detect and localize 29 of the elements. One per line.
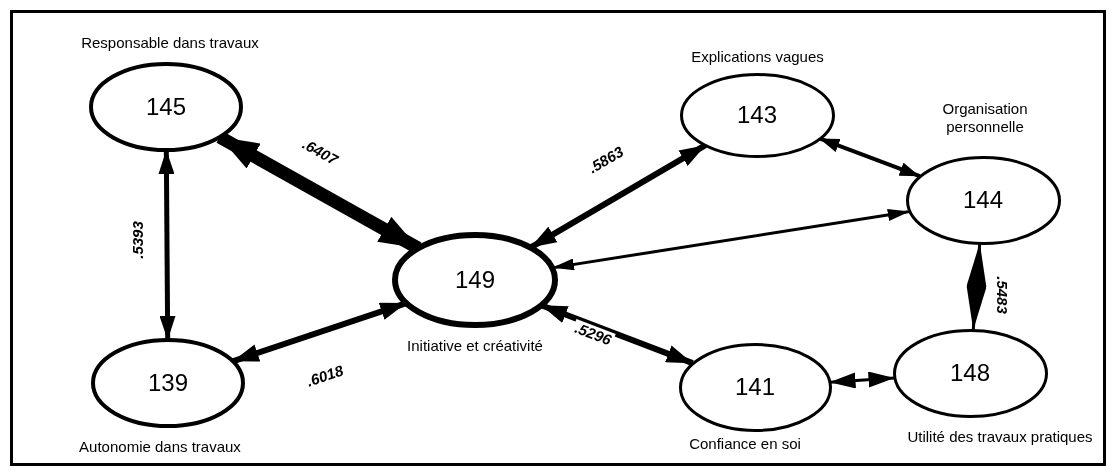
edge-label: .5483 (994, 274, 1010, 316)
node-caption: Organisation personnelle (941, 100, 1029, 136)
node-number: 148 (948, 359, 991, 387)
double-arrow (818, 136, 921, 179)
node-caption: Utilité des travaux pratiques (906, 428, 1094, 446)
ellipse-node (905, 155, 1061, 245)
double-arrow (966, 242, 987, 331)
node-number: 139 (146, 369, 189, 397)
node-number: 143 (735, 101, 778, 129)
ellipse-node (892, 328, 1048, 418)
double-arrow (158, 150, 176, 340)
edge-label: .5393 (130, 219, 146, 261)
node-number: 144 (961, 186, 1004, 214)
ellipse-node (91, 338, 245, 428)
node-number: 145 (144, 93, 187, 121)
node-number: 141 (733, 373, 776, 401)
ellipse-node (678, 342, 832, 432)
node-caption: Responsable dans travaux (80, 34, 260, 52)
double-arrow (829, 371, 895, 389)
node-caption: Explications vagues (690, 48, 825, 66)
double-arrow (540, 302, 694, 366)
ellipse-node (89, 62, 243, 152)
double-arrow (231, 300, 408, 365)
node-caption: Initiative et créativité (406, 337, 544, 355)
ellipse-node (679, 72, 835, 158)
ellipse-node (392, 232, 558, 328)
node-caption: Confiance en soi (688, 435, 802, 453)
node-number: 149 (453, 266, 496, 294)
node-caption: Autonomie dans travaux (78, 438, 242, 456)
